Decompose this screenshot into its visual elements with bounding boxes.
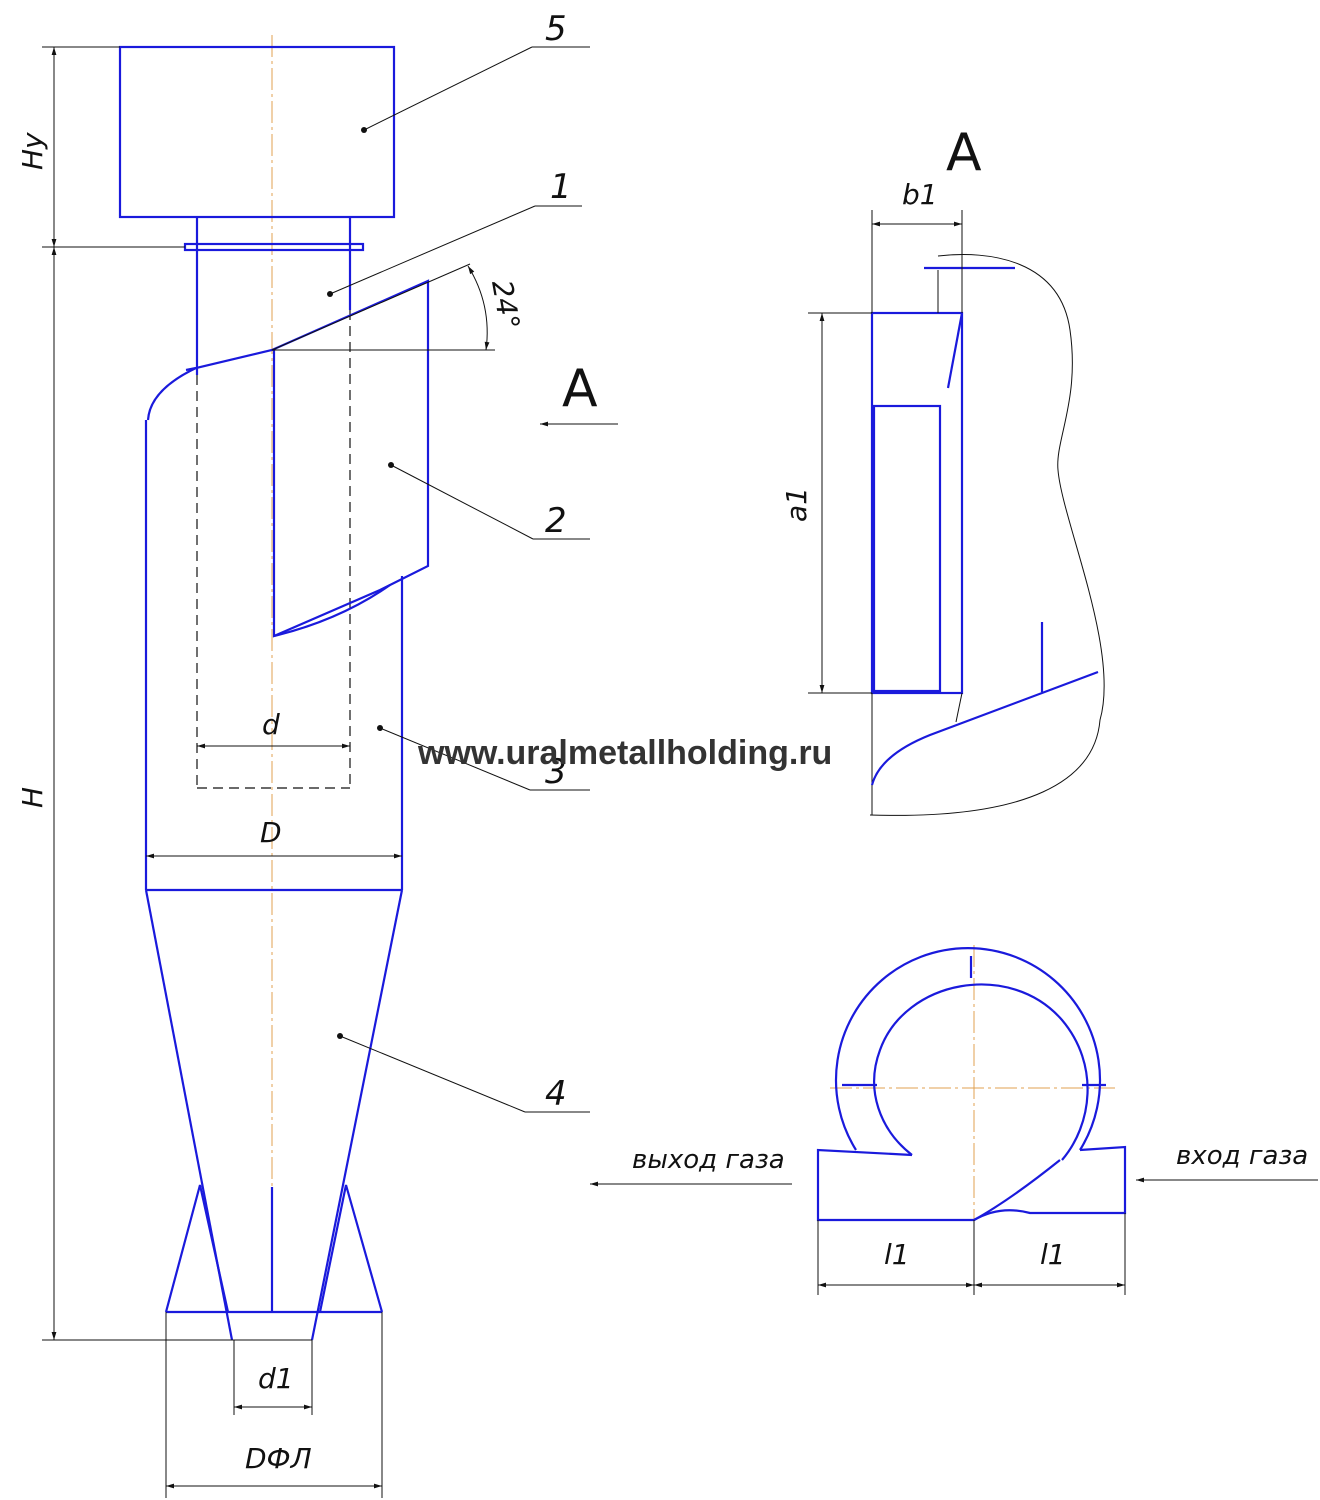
part-number-2: 2 bbox=[545, 501, 567, 541]
cone-part4 bbox=[144, 889, 404, 1341]
view-arrow-a: А bbox=[540, 359, 618, 427]
gas-in-label: вход газа bbox=[1176, 1141, 1308, 1171]
dim-a1: a1 bbox=[780, 312, 872, 694]
gas-outlet-annotation: выход газа bbox=[590, 1145, 792, 1187]
view-mark-a: А bbox=[562, 359, 598, 419]
dim-a1-label: a1 bbox=[780, 487, 813, 522]
part-number-4: 4 bbox=[545, 1074, 567, 1114]
dim-l1-right: l1 bbox=[974, 1213, 1126, 1295]
dim-d1-label: d1 bbox=[258, 1362, 294, 1395]
dim-b1-label: b1 bbox=[902, 178, 938, 211]
gas-out-label: выход газа bbox=[632, 1145, 785, 1175]
angle-label: 24° bbox=[485, 277, 526, 332]
plan-outer-circle bbox=[834, 947, 1102, 1151]
dim-d-big-label: D bbox=[260, 816, 282, 849]
part-leaders: 5 1 2 3 4 bbox=[327, 9, 590, 1114]
dim-d-small: d bbox=[197, 708, 350, 749]
view-a-title: А bbox=[946, 123, 982, 183]
body-part3 bbox=[144, 420, 404, 892]
dim-d-small-label: d bbox=[262, 708, 280, 741]
dim-l1-left: l1 bbox=[817, 1220, 975, 1295]
dim-dfl: DФЛ bbox=[165, 1312, 383, 1498]
part-number-1: 1 bbox=[550, 167, 572, 207]
top-box-part5 bbox=[118, 45, 396, 219]
dim-dfl-label: DФЛ bbox=[245, 1442, 312, 1475]
view-a-break-outline bbox=[869, 254, 1105, 816]
dim-d1: d1 bbox=[233, 1340, 313, 1415]
view-a-inlet-box bbox=[870, 311, 964, 695]
plan-view: l1 l1 выход газа вход газа bbox=[590, 945, 1318, 1295]
flange bbox=[183, 242, 365, 252]
dim-b1: b1 bbox=[871, 178, 963, 313]
watermark-url: www.uralmetallholding.ru bbox=[417, 734, 832, 772]
part-number-5: 5 bbox=[545, 9, 567, 49]
angle-reference: 24° bbox=[271, 263, 526, 351]
dim-l1-left-label: l1 bbox=[884, 1238, 910, 1271]
inlet-part2 bbox=[146, 279, 430, 638]
plan-outlet-duct bbox=[816, 1148, 974, 1222]
support-legs bbox=[164, 1184, 384, 1314]
dim-l1-right-label: l1 bbox=[1040, 1238, 1066, 1271]
dim-h: H bbox=[16, 247, 232, 1341]
gas-inlet-annotation: вход газа bbox=[1136, 1141, 1318, 1183]
dim-d-big: D bbox=[146, 816, 402, 859]
dim-hy-label: Hy bbox=[16, 132, 49, 170]
main-cyclone-view: 24° 5 1 2 3 4 А bbox=[16, 9, 618, 1498]
dim-h-label: H bbox=[16, 787, 49, 808]
plan-inner-spiral bbox=[873, 983, 1089, 1161]
exhaust-pipe-part1 bbox=[195, 217, 352, 789]
view-a: А b1 a1 bbox=[780, 123, 1105, 816]
plan-inlet-duct bbox=[973, 1145, 1127, 1221]
part-number-3: 3 bbox=[545, 752, 567, 792]
dim-hy: Hy bbox=[16, 46, 185, 248]
view-a-inner-rect bbox=[872, 404, 942, 693]
